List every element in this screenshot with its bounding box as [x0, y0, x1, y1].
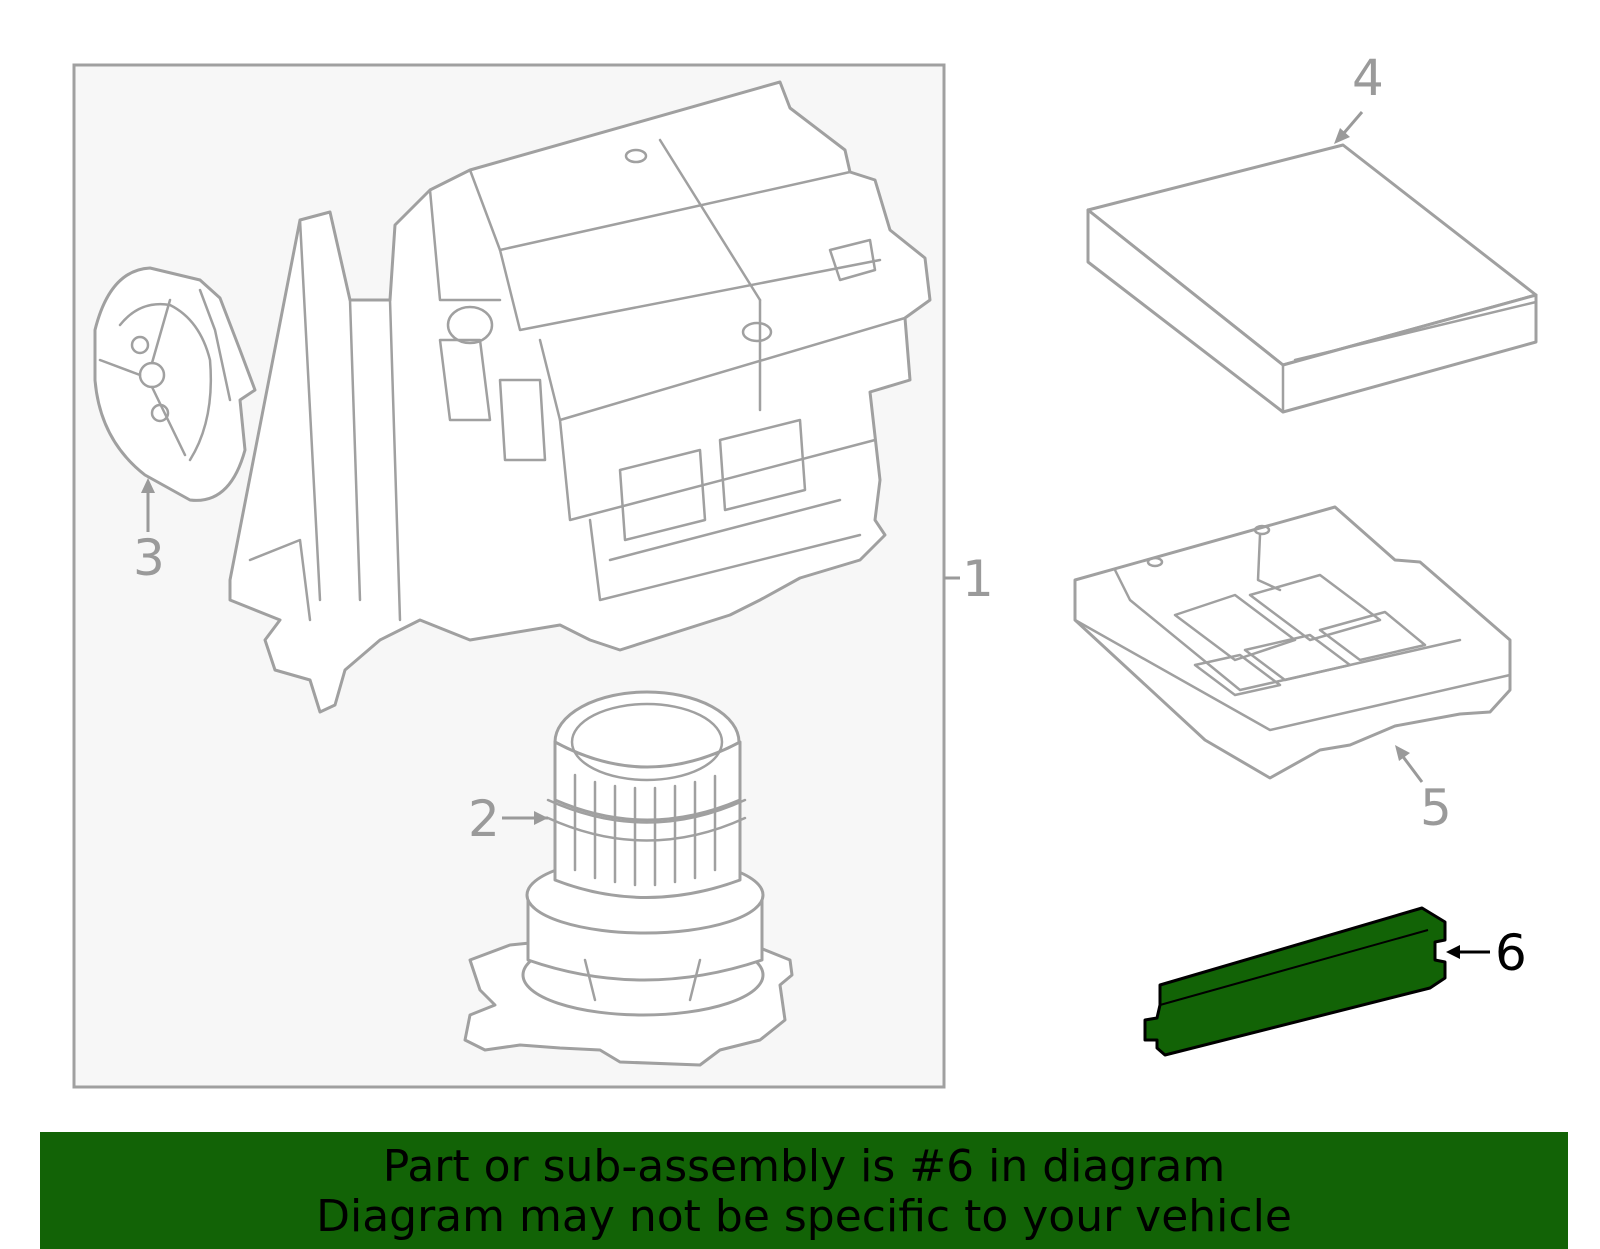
part-2-blower-motor[interactable]	[463, 690, 794, 1067]
banner-line-disclaimer: Diagram may not be specific to your vehi…	[316, 1191, 1292, 1242]
arrowhead-4	[1334, 128, 1350, 144]
arrowhead-2	[534, 811, 548, 825]
callout-3: 3	[133, 529, 165, 587]
callout-2: 2	[468, 790, 500, 848]
part-6-highlighted-panel[interactable]	[1143, 906, 1447, 1057]
info-banner: Part or sub-assembly is #6 in diagram Di…	[40, 1132, 1568, 1249]
callout-1: 1	[962, 550, 994, 608]
part-1-hvac-housing[interactable]	[228, 80, 932, 714]
part-5-filter-tray[interactable]	[1073, 505, 1512, 780]
leader-lines	[141, 111, 1490, 959]
banner-line-part: Part or sub-assembly is #6 in diagram	[382, 1141, 1226, 1192]
arrowhead-5	[1395, 745, 1410, 761]
part-3-actuator[interactable]	[93, 266, 257, 502]
callout-5: 5	[1420, 779, 1452, 837]
arrowhead-6	[1446, 945, 1460, 959]
arrowhead-3	[141, 478, 155, 493]
part-4-cabin-filter[interactable]	[1086, 143, 1538, 414]
callout-6: 6	[1495, 924, 1527, 982]
callout-4: 4	[1352, 49, 1384, 107]
